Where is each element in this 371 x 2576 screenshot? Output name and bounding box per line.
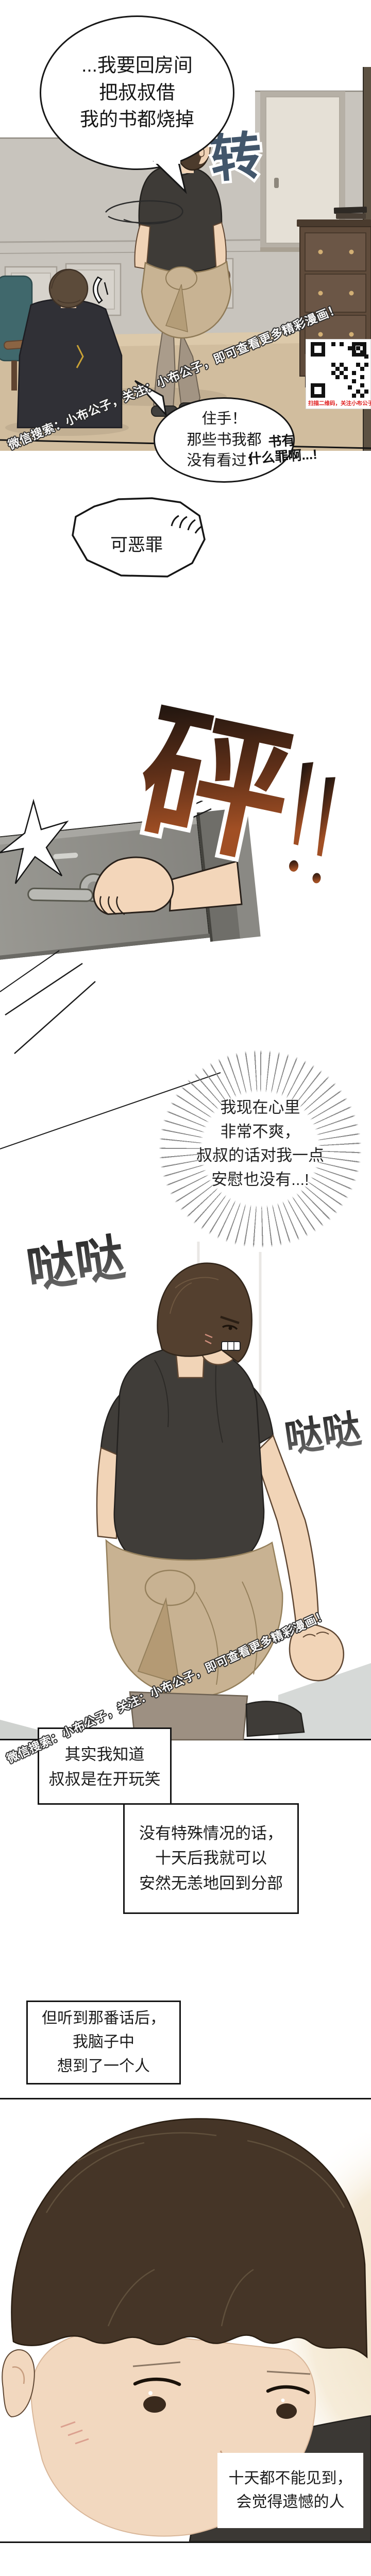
- anger-mark-icon: [171, 515, 203, 534]
- turn-impact-mark: [93, 276, 103, 304]
- impact-star: [0, 799, 69, 884]
- seated-man: [16, 268, 123, 429]
- grumble-bubble: [72, 497, 206, 578]
- grumble-text: 可恶罪: [110, 535, 163, 555]
- hair: [11, 2118, 368, 2359]
- aside-text: 书有 什么罪啊...!: [247, 432, 318, 467]
- speech-bubble-2-tail: [134, 380, 167, 417]
- qr-widget-1: 扫描二维码，关注小布公子: [306, 339, 371, 409]
- caption-thought: 但听到那番话后， 我脑子中 想到了一个人: [26, 2001, 181, 2084]
- panel-face-closeup: [0, 2099, 371, 2543]
- svg-text:哒哒: 哒哒: [282, 1407, 364, 1460]
- sfx-steps-left: 哒哒: [21, 1227, 131, 1300]
- panel4-top-line: [0, 2098, 371, 2099]
- caption-regret: 十天都不能见到， 会觉得遗憾的人: [217, 2453, 363, 2528]
- caption-ten-days: 没有特殊情况的话， 十天后我就可以 安然无恙地回到分部: [123, 1803, 299, 1914]
- panel-door-slam: [0, 807, 261, 965]
- panel-angry-man: [0, 1242, 371, 1741]
- sfx-steps-right: 哒哒: [280, 1405, 366, 1463]
- speech-bubble-2: 住手！ 那些书我都 没有看过！: [154, 397, 295, 483]
- speech-bubble-1-tail: [153, 160, 187, 194]
- svg-text:砰: 砰: [125, 689, 306, 883]
- qr-code-icon: [310, 342, 366, 398]
- thought-burst-ring: [155, 1046, 366, 1252]
- door-impact-lines: [0, 799, 221, 1149]
- ear: [2, 2349, 35, 2418]
- gritted-teeth: [221, 1341, 241, 1351]
- qr-caption: 扫描二维码，关注小布公子: [308, 400, 371, 406]
- panel4-bottom-line: [0, 2541, 371, 2543]
- caption-joking: 其实我知道 叔叔是在开玩笑: [38, 1727, 172, 1805]
- thought-burst-text: 我现在心里 非常不爽， 叔叔的话对我一点 安慰也没有...!: [196, 1098, 324, 1189]
- angry-man-hair: [157, 1262, 252, 1363]
- slamming-hand: [93, 856, 243, 915]
- svg-text:哒哒: 哒哒: [24, 1230, 128, 1297]
- sfx-bang-exclamations: [286, 759, 339, 886]
- clenched-fist: [289, 1623, 345, 1682]
- sfx-bang: 砰: [121, 685, 339, 887]
- speech-bubble-1: ...我要回房间 把叔叔借 我的书都烧掉: [40, 15, 234, 170]
